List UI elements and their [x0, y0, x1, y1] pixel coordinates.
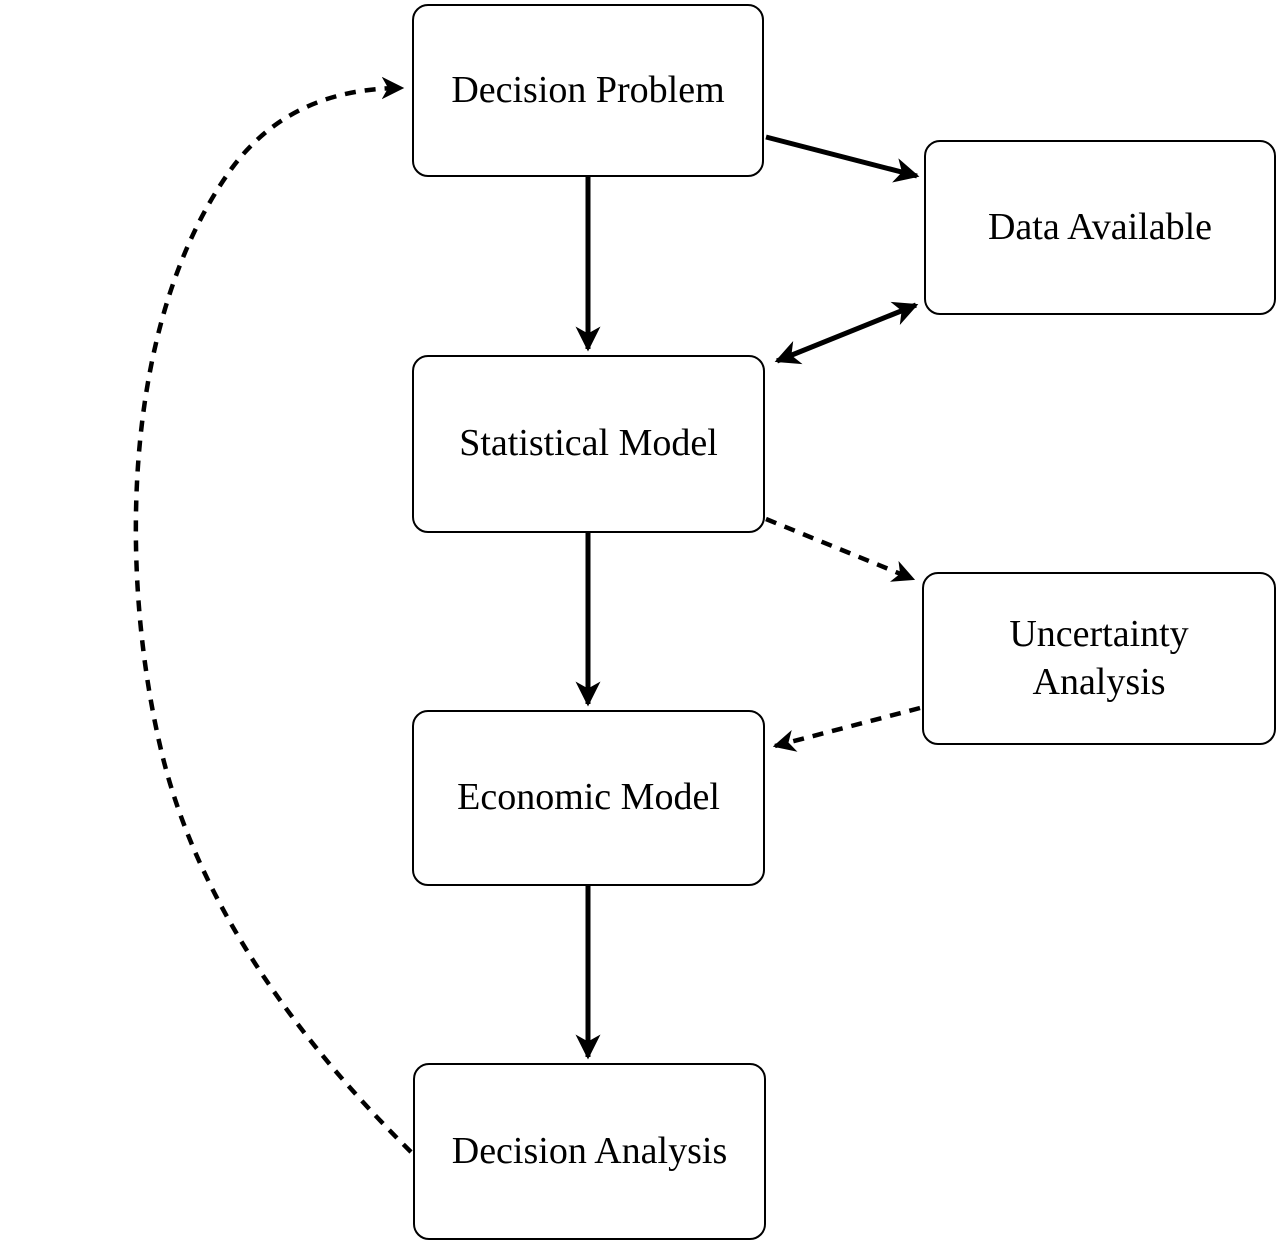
node-statistical-model-label: Statistical Model [459, 422, 718, 465]
edge-decision-problem-to-data-available [765, 134, 920, 183]
edge-uncertainty-analysis-to-economic-model [772, 705, 921, 752]
edge-statistical-model-to-data-available [774, 301, 919, 365]
node-decision-problem-label: Decision Problem [451, 68, 725, 111]
node-data-available-label: Data Available [987, 205, 1213, 248]
node-uncertainty-analysis: Uncertainty Analysis [922, 572, 1276, 745]
node-economic-model: Economic Model [412, 710, 765, 886]
edge-statistical-model-to-uncertainty-analysis [765, 516, 916, 582]
edge-decision-analysis-to-decision-problem [133, 76, 413, 1154]
node-decision-problem: Decision Problem [412, 4, 764, 177]
node-uncertainty-analysis-label: Uncertainty Analysis [1009, 613, 1189, 703]
node-decision-analysis-label: Decision Analysis [451, 1129, 728, 1172]
node-statistical-model: Statistical Model [412, 355, 765, 533]
node-economic-model-label: Economic Model [457, 776, 720, 819]
node-decision-analysis: Decision Analysis [413, 1063, 766, 1240]
node-data-available: Data Available [924, 140, 1276, 315]
